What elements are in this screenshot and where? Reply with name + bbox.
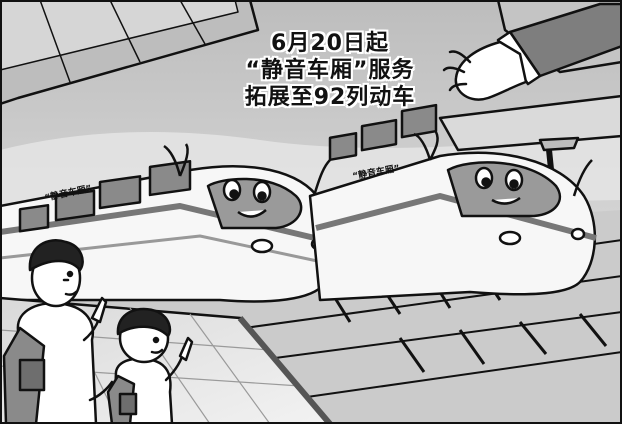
headline-line-3: 拓展至92列动车 — [244, 85, 416, 110]
platform-edge-stripe — [237, 316, 333, 424]
headline: 6月20日起 “静音车厢”服务 拓展至92列动车 — [210, 30, 450, 111]
child-figure — [106, 307, 194, 424]
headline-line-2: “静音车厢”服务 — [245, 58, 415, 83]
adult-figure — [2, 239, 114, 424]
station-canopy-left — [0, 0, 260, 106]
headline-line-1: 6月20日起 — [271, 31, 389, 56]
train-right — [308, 103, 597, 302]
presenting-hand — [442, 2, 622, 101]
